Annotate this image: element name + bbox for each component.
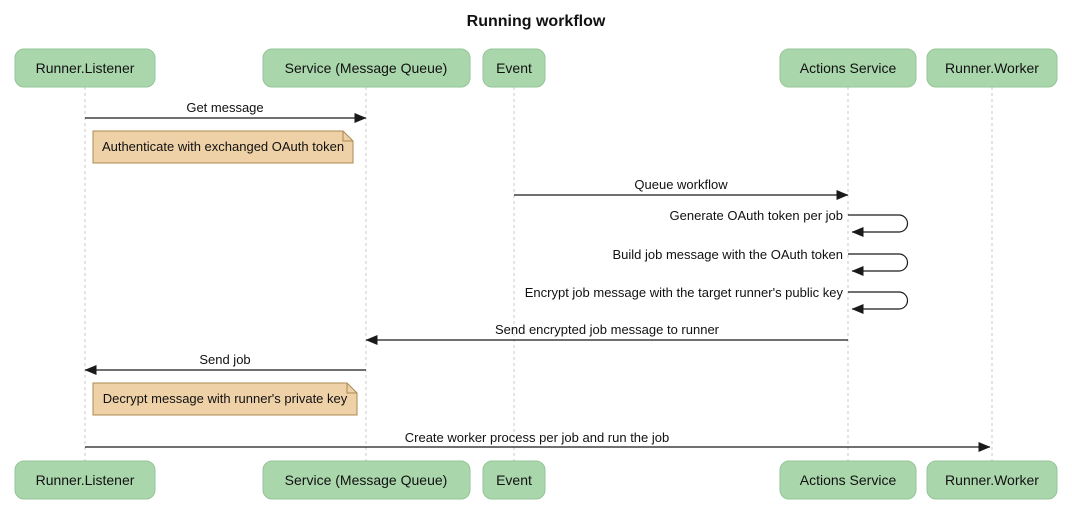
participant-box-runner-worker-top — [926, 48, 1058, 88]
note-authenticate: Authenticate with exchanged OAuth token — [92, 130, 354, 164]
participant-label-actions-service-top: Actions Service — [800, 60, 897, 76]
message-label: Create worker process per job and run th… — [405, 430, 669, 445]
message-encrypt-job-message: Encrypt job message with the target runn… — [525, 285, 909, 314]
message-send-encrypted-job: Send encrypted job message to runner — [365, 322, 848, 345]
message-send-job: Send job — [84, 352, 366, 375]
self-message-loop — [848, 253, 909, 276]
note-fold-corner — [342, 131, 353, 142]
participant-label-runner-listener-bottom: Runner.Listener — [36, 472, 135, 488]
self-message-loop — [848, 291, 909, 314]
participant-box-event-bottom — [482, 460, 546, 500]
note-box — [92, 130, 354, 164]
participants-bottom: Runner.Listener Service (Message Queue) … — [14, 460, 1058, 500]
message-label: Send job — [199, 352, 250, 367]
message-label: Get message — [186, 100, 263, 115]
participant-box-runner-worker-bottom — [926, 460, 1058, 500]
participant-label-service-top: Service (Message Queue) — [285, 60, 448, 76]
note-fold-corner — [346, 383, 357, 394]
participant-label-service-bottom: Service (Message Queue) — [285, 472, 448, 488]
note-label: Authenticate with exchanged OAuth token — [102, 139, 344, 154]
message-label: Queue workflow — [634, 177, 728, 192]
participant-label-runner-worker-top: Runner.Worker — [945, 60, 1039, 76]
message-queue-workflow: Queue workflow — [514, 177, 849, 200]
participants-top: Runner.Listener Service (Message Queue) … — [14, 48, 1058, 88]
message-get-message: Get message — [85, 100, 367, 123]
message-label: Build job message with the OAuth token — [612, 247, 843, 262]
participant-label-runner-worker-bottom: Runner.Worker — [945, 472, 1039, 488]
participant-box-service-bottom — [262, 460, 471, 500]
participant-box-actions-service-top — [779, 48, 917, 88]
participant-label-event-bottom: Event — [496, 472, 532, 488]
note-label: Decrypt message with runner's private ke… — [103, 391, 348, 406]
participant-label-runner-listener-top: Runner.Listener — [36, 60, 135, 76]
participant-box-service-top — [262, 48, 471, 88]
participant-label-actions-service-bottom: Actions Service — [800, 472, 897, 488]
message-label: Send encrypted job message to runner — [495, 322, 720, 337]
note-box — [92, 382, 358, 416]
message-label: Generate OAuth token per job — [670, 208, 843, 223]
message-label: Encrypt job message with the target runn… — [525, 285, 844, 300]
message-create-worker: Create worker process per job and run th… — [85, 430, 991, 452]
self-message-loop — [848, 214, 909, 237]
message-generate-oauth-token: Generate OAuth token per job — [670, 208, 909, 237]
diagram-title: Running workflow — [467, 13, 606, 30]
note-decrypt: Decrypt message with runner's private ke… — [92, 382, 358, 416]
message-build-job-message: Build job message with the OAuth token — [612, 247, 909, 276]
participant-box-runner-listener-top — [14, 48, 156, 88]
participant-label-event-top: Event — [496, 60, 532, 76]
participant-box-runner-listener-bottom — [14, 460, 156, 500]
participant-box-event-top — [482, 48, 546, 88]
participant-box-actions-service-bottom — [779, 460, 917, 500]
